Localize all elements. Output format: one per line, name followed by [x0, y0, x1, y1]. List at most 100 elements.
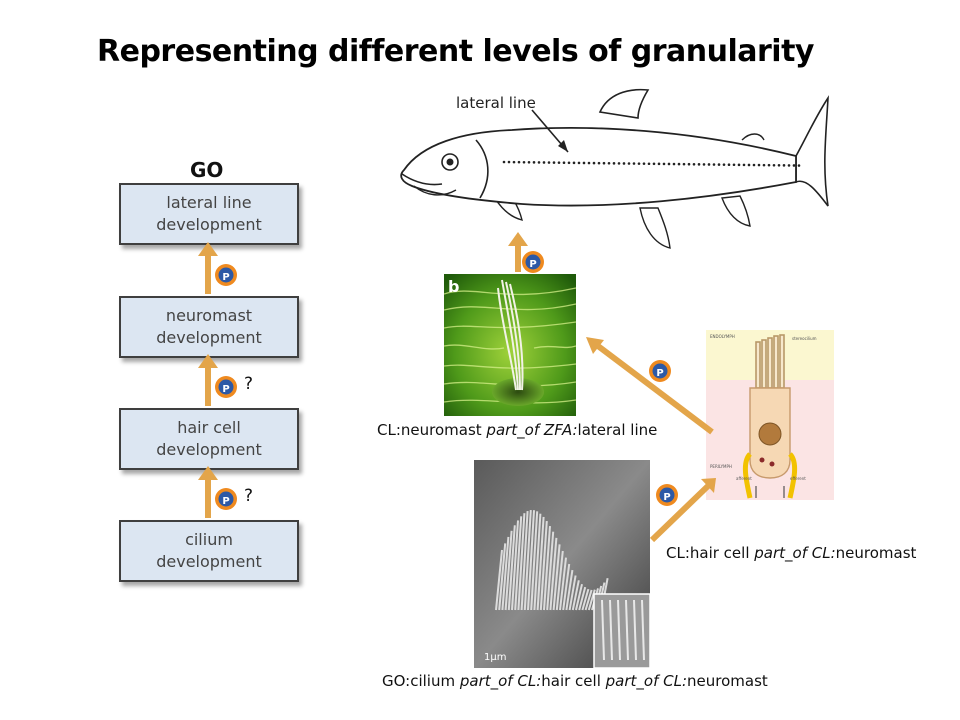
hair-cell-label-endolymph: ENDOLYMPH [710, 334, 735, 339]
lateral-line-dot [562, 161, 566, 165]
hair-cell-diagram: ENDOLYMPH stereocilium PERILYMPH afferen… [706, 330, 834, 500]
lateral-line-dot [622, 162, 626, 165]
caption-part: CL:hair cell [666, 544, 755, 562]
stereocilium [575, 583, 583, 611]
lateral-line-dot [717, 163, 721, 166]
lateral-line-dot [652, 162, 656, 166]
box-text-line1: lateral line [166, 193, 252, 213]
go-box-lateral-line: lateral line development [119, 183, 299, 245]
lateral-line-dot [727, 163, 731, 166]
scale-bar-label: 1μm [484, 652, 506, 663]
lateral-line-dot [757, 163, 761, 167]
lateral-line-dot [507, 160, 511, 164]
lateral-line-dot [527, 161, 531, 164]
lateral-line-dot [627, 162, 631, 165]
caption-relation: part_of [486, 421, 540, 439]
lateral-line-dot [577, 161, 581, 165]
p-badge: P [656, 484, 678, 506]
stereocilium [504, 530, 513, 611]
lateral-line-dot [647, 162, 651, 166]
lateral-line-dot [737, 163, 741, 167]
lateral-line-dot [522, 160, 526, 164]
fish-label: lateral line [456, 94, 536, 112]
stereocilium [523, 510, 532, 611]
p-badge-letter: P [222, 384, 229, 395]
lateral-line-dot [667, 162, 671, 166]
p-badge: P [522, 251, 544, 273]
lateral-line-dot [612, 162, 616, 165]
lateral-line-dot [662, 162, 666, 166]
lateral-line-dot [607, 161, 611, 165]
box-text-line2: development [156, 328, 262, 347]
lateral-line-dot [597, 161, 601, 165]
lateral-line-dot [722, 163, 726, 166]
p-badge-letter: P [222, 496, 229, 507]
box-text-line2: development [156, 215, 262, 234]
stereocilium [520, 511, 529, 611]
lateral-line-dot [632, 162, 636, 165]
hair-cell-label-efferent: efferent [790, 476, 806, 481]
caption-part: CL:neuromast [377, 421, 487, 439]
lateral-line-dot [752, 163, 756, 167]
stereocilium [498, 543, 507, 611]
lateral-line-dot [587, 161, 591, 165]
lateral-line-dot [532, 161, 536, 164]
stereocilium [539, 521, 548, 611]
stereocilium [507, 525, 516, 611]
caption-namespace: CL: [807, 544, 836, 562]
fish-illustration: lateral line [400, 88, 829, 249]
panel-letter: b [448, 277, 459, 296]
lateral-line-dot [697, 163, 701, 166]
lateral-line-dot [637, 162, 641, 165]
caption-relation: part_of [605, 672, 659, 690]
stereocilium [527, 510, 535, 611]
caption-part: GO:cilium [382, 672, 460, 690]
box-text-line1: hair cell [177, 418, 241, 438]
p-badge: P [649, 360, 671, 382]
box-text-line2: development [156, 552, 262, 571]
hair-cell-label-perilymph: PERILYMPH [710, 464, 732, 469]
lateral-line-dot [787, 164, 791, 167]
p-badge-letter: P [222, 272, 229, 283]
stereocilium [581, 588, 590, 611]
p-badge: P [215, 264, 237, 286]
lateral-line-dot [512, 160, 516, 164]
p-badge: P [215, 488, 237, 510]
cilium-sem-image: 1μm [474, 460, 650, 668]
stereocilium [562, 563, 571, 611]
lateral-line-dot [797, 164, 801, 167]
stereocilium [517, 513, 526, 611]
stereocilium [543, 525, 551, 611]
stereocilium [495, 549, 503, 611]
p-badge-letter: P [656, 368, 663, 379]
caption-namespace: CL: [512, 672, 542, 690]
stereocilium [533, 513, 542, 611]
stereocilium [559, 557, 567, 611]
caption-part: hair cell [541, 672, 606, 690]
lateral-line-dot [702, 163, 706, 166]
lateral-line-dot [542, 161, 546, 164]
stereocilium [587, 589, 596, 611]
caption-part: lateral line [577, 421, 658, 439]
caption-namespace: ZFA: [539, 421, 578, 439]
caption-hair-cell: CL:hair cell part_of CL:neuromast [666, 544, 916, 562]
go-label: GO [190, 158, 224, 182]
lateral-line-dot [592, 161, 596, 165]
lateral-line-dot [792, 164, 796, 167]
neuromast-sem-image: b [444, 274, 576, 416]
lateral-line-dot [682, 162, 686, 166]
stereocilium [571, 580, 580, 611]
hair-cell-label-stereocilium: stereocilium [792, 336, 817, 341]
lateral-line-dot [617, 162, 621, 165]
lateral-line-dot [677, 162, 681, 166]
stereocilium [555, 550, 564, 611]
question-mark: ? [244, 486, 254, 506]
lateral-line-dot [537, 161, 541, 164]
p-badge-letter: P [663, 492, 670, 503]
question-mark: ? [244, 374, 254, 394]
box-text-line2: development [156, 440, 262, 459]
caption-neuromast: CL:neuromast part_of ZFA:lateral line [377, 421, 657, 439]
lateral-line-dot [557, 161, 561, 164]
